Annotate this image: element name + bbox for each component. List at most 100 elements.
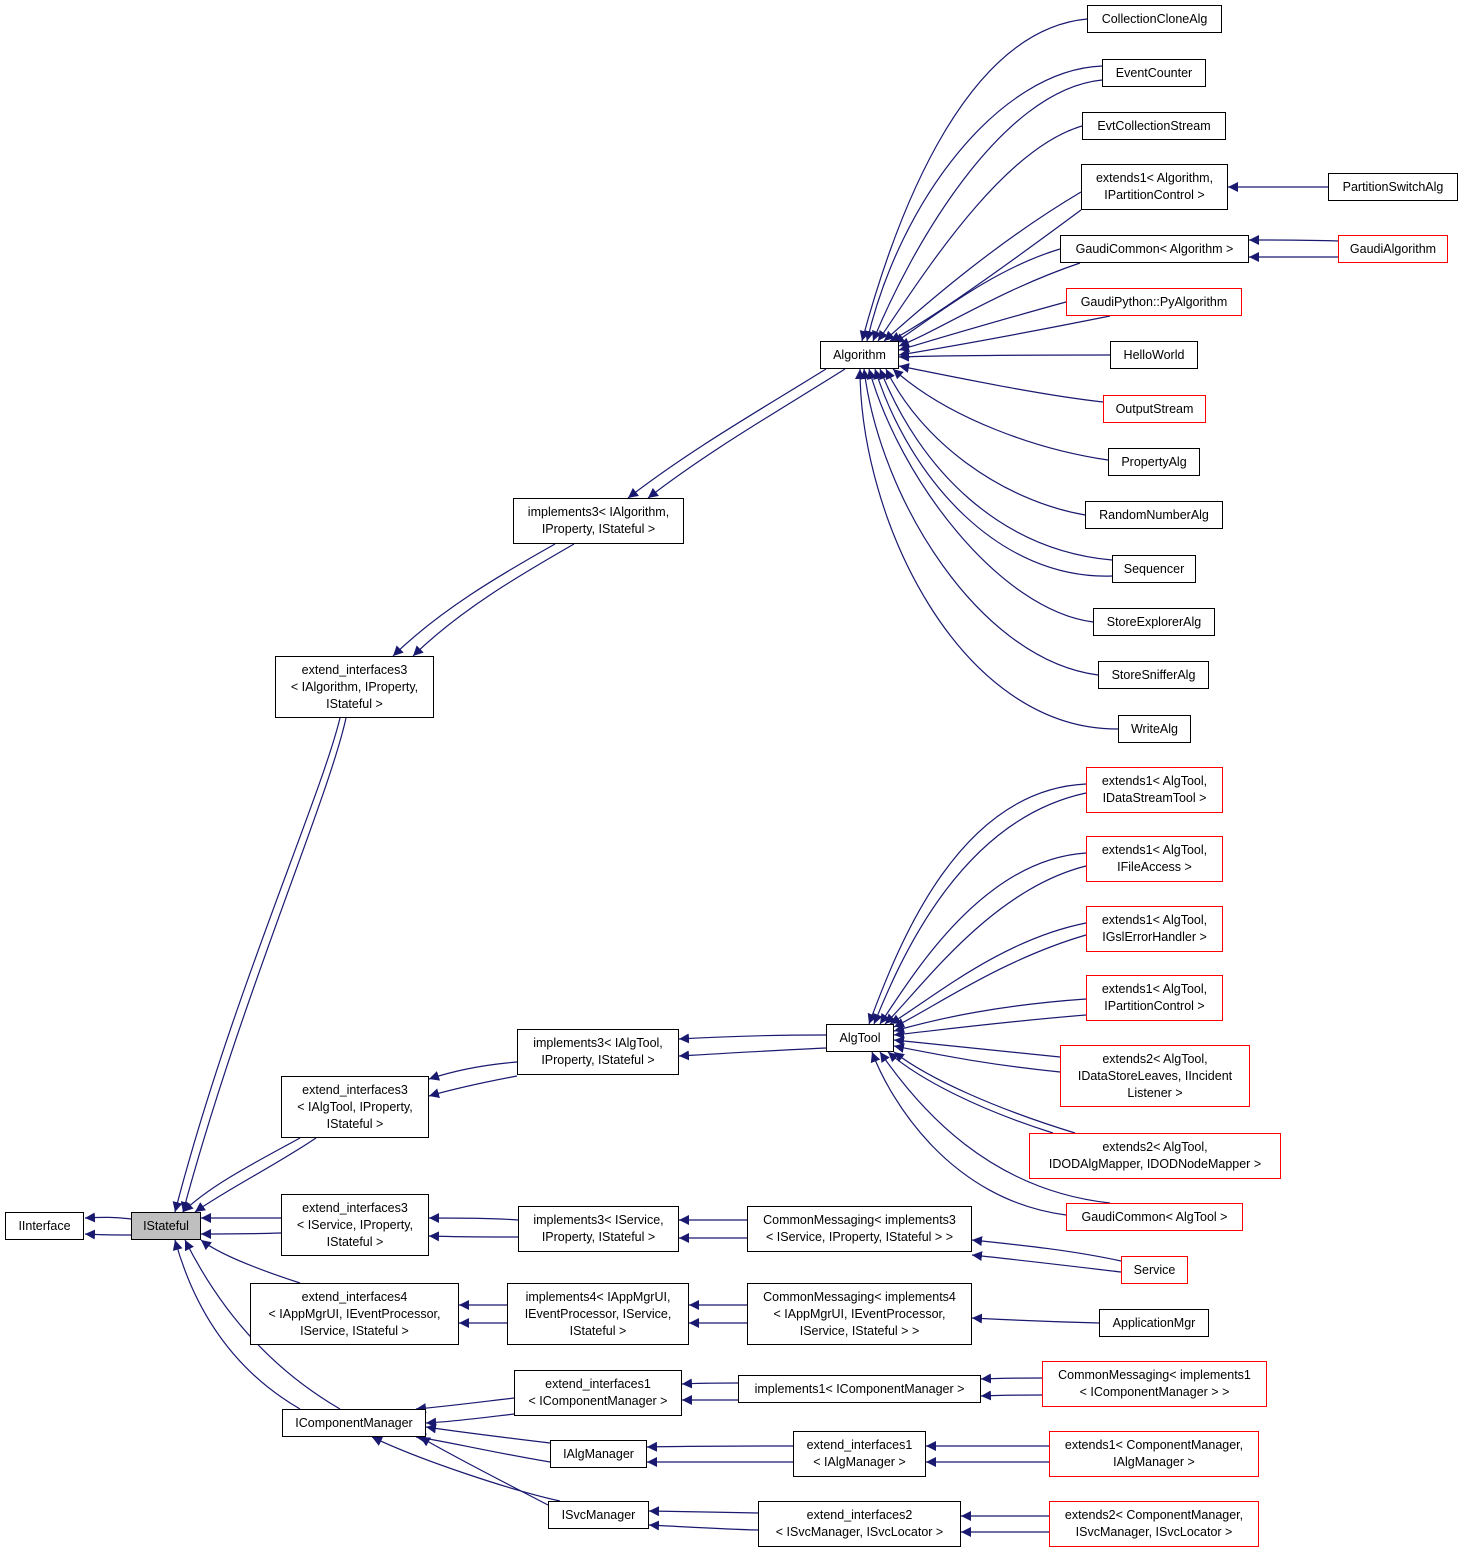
inheritance-edge (182, 1137, 301, 1213)
inheritance-edge (898, 363, 1104, 403)
node-gaudicommon-algtool[interactable]: GaudiCommon< AlgTool > (1066, 1203, 1243, 1231)
node-commonmessaging-implements1[interactable]: CommonMessaging< implements1< IComponent… (1042, 1361, 1267, 1407)
node-gaudialgorithm[interactable]: GaudiAlgorithm (1338, 235, 1448, 263)
node-label-line: extends2< AlgTool, (1102, 1051, 1208, 1066)
node-algtool[interactable]: AlgTool (826, 1024, 894, 1052)
node-extends1-algtool-ipartitioncontrol[interactable]: extends1< AlgTool, IPartitionControl > (1086, 975, 1223, 1021)
node-label-line: IInterface (18, 1218, 71, 1233)
node-label-line: RandomNumberAlg (1099, 507, 1209, 522)
node-evtcollectionstream[interactable]: EvtCollectionStream (1082, 112, 1226, 140)
node-extend-interfaces2-isvcmanager[interactable]: extend_interfaces2< ISvcManager, ISvcLoc… (758, 1501, 961, 1547)
node-label-line: extend_interfaces1 (806, 1438, 913, 1452)
node-applicationmgr[interactable]: ApplicationMgr (1099, 1309, 1209, 1337)
node-storeSnifferalg[interactable]: StoreSnifferAlg (1098, 661, 1209, 689)
node-label-line: IDataStoreLeaves, IIncident (1077, 1068, 1233, 1083)
node-algorithm[interactable]: Algorithm (820, 341, 899, 369)
node-extends1-algtool-ifileaccess[interactable]: extends1< AlgTool,IFileAccess > (1086, 836, 1223, 882)
node-label-line: CommonMessaging< implements4 (763, 1289, 956, 1304)
node-label-line: CommonMessaging< implements1 (1058, 1368, 1251, 1382)
node-label-line: extends1< ComponentManager, (1064, 1438, 1244, 1452)
node-service[interactable]: Service (1121, 1256, 1188, 1284)
node-label-line: AlgTool (839, 1030, 881, 1045)
node-commonmessaging-implements4[interactable]: CommonMessaging< implements4< IAppMgrUI,… (747, 1283, 972, 1345)
node-label-line: IFileAccess > (1117, 860, 1192, 874)
inheritance-edge (371, 1436, 561, 1502)
node-isvcmanager[interactable]: ISvcManager (548, 1501, 649, 1529)
node-gaudicommon-algorithm[interactable]: GaudiCommon< Algorithm > (1060, 235, 1249, 263)
node-label-line: < IAppMgrUI, IEventProcessor, (268, 1306, 441, 1321)
node-writealg[interactable]: WriteAlg (1118, 715, 1191, 743)
node-collectioncloneAlg[interactable]: CollectionCloneAlg (1087, 5, 1222, 33)
inheritance-edge (428, 1075, 518, 1099)
inheritance-edge (860, 368, 1099, 676)
node-implements3-ialgorithm[interactable]: implements3< IAlgorithm,IProperty, IStat… (513, 498, 684, 544)
node-label-line: extend_interfaces3 (302, 1082, 408, 1097)
node-extends2-componentmanager-isvcmanager[interactable]: extends2< ComponentManager,ISvcManager, … (1049, 1501, 1259, 1547)
node-istateful[interactable]: IStateful (131, 1212, 201, 1240)
node-extend-interfaces1-icomponentmanager[interactable]: extend_interfaces1< IComponentManager > (514, 1370, 682, 1416)
node-extends1-algtool-igslerrorhandler[interactable]: extends1< AlgTool,IGslErrorHandler > (1086, 906, 1223, 952)
node-extends1-algorithm-ipartitioncontrol[interactable]: extends1< Algorithm,IPartitionControl > (1081, 164, 1228, 210)
inheritance-edge (648, 1506, 759, 1517)
node-extend-interfaces4-iappmgrui[interactable]: extend_interfaces4 < IAppMgrUI, IEventPro… (250, 1283, 459, 1345)
node-extend-interfaces3-ialgorithm[interactable]: extend_interfaces3< IAlgorithm, IPropert… (275, 656, 434, 718)
inheritance-edge (184, 1239, 341, 1410)
node-extends2-algtool-idodalgmapper[interactable]: extends2< AlgTool,IDODAlgMapper, IDODNod… (1029, 1133, 1281, 1179)
inheritance-edge (885, 368, 1086, 516)
node-label-line: IStateful > (326, 696, 383, 711)
inheritance-edge (646, 1441, 794, 1452)
inheritance-edge (971, 1251, 1122, 1273)
node-label-line: IStateful (143, 1218, 189, 1233)
node-implements3-ialgtool[interactable]: implements3< IAlgTool,IProperty, IStatef… (517, 1029, 679, 1075)
node-label-line: extend_interfaces4 (301, 1289, 408, 1304)
node-label-line: CollectionCloneAlg (1101, 11, 1208, 26)
node-outputstream[interactable]: OutputStream (1103, 395, 1206, 423)
node-extend-interfaces3-iservice[interactable]: extend_interfaces3< IService, IProperty,… (281, 1194, 429, 1256)
node-label-line: implements3< IService, (533, 1213, 664, 1227)
node-iinterface[interactable]: IInterface (5, 1212, 84, 1240)
inheritance-edge (428, 1231, 519, 1242)
node-helloworld[interactable]: HelloWorld (1110, 341, 1198, 369)
inheritance-edge (627, 368, 827, 499)
node-label-line: GaudiPython::PyAlgorithm (1080, 294, 1228, 309)
node-commonmessaging-implements3[interactable]: CommonMessaging< implements3< IService, … (747, 1206, 972, 1252)
node-label-line: Algorithm (833, 347, 886, 362)
inheritance-edge (893, 934, 1087, 1028)
inheritance-edge (893, 248, 1061, 344)
node-label-line: GaudiAlgorithm (1349, 241, 1437, 256)
node-eventcounter[interactable]: EventCounter (1102, 59, 1206, 87)
inheritance-edge (194, 1137, 317, 1213)
node-extends1-algtool-idatastreamtool[interactable]: extends1< AlgTool,IDataStreamTool > (1086, 767, 1223, 813)
node-extends1-componentmanager-ialgmanager[interactable]: extends1< ComponentManager,IAlgManager > (1049, 1431, 1259, 1477)
node-label-line: PartitionSwitchAlg (1342, 179, 1444, 194)
node-extends2-algtool-idatastoreleaves[interactable]: extends2< AlgTool, IDataStoreLeaves, IInc… (1060, 1045, 1250, 1107)
node-label-line: PropertyAlg (1121, 454, 1187, 469)
node-label-line: extend_interfaces3 (301, 662, 408, 677)
inheritance-edge (893, 1051, 1076, 1134)
node-implements4-iappmgrui[interactable]: implements4< IAppMgrUI,IEventProcessor, … (507, 1283, 689, 1345)
inheritance-edge (971, 1313, 1100, 1324)
inheritance-edge (873, 792, 1087, 1025)
inheritance-edge (898, 262, 1081, 348)
inheritance-edge (898, 315, 1111, 359)
node-sequencer[interactable]: Sequencer (1112, 555, 1196, 583)
node-label-line: IPartitionControl > (1104, 999, 1205, 1013)
node-randomnumberalg[interactable]: RandomNumberAlg (1085, 501, 1223, 529)
node-label-line: Listener > (1127, 1085, 1183, 1100)
node-label-line: extends2< AlgTool, (1102, 1140, 1208, 1154)
node-implements3-iservice[interactable]: implements3< IService,IProperty, IStatef… (518, 1206, 679, 1252)
node-gaudipython-pyalgorithm[interactable]: GaudiPython::PyAlgorithm (1066, 288, 1242, 316)
node-icomponentmanager[interactable]: IComponentManager (282, 1409, 426, 1437)
node-propertyalg[interactable]: PropertyAlg (1108, 448, 1200, 476)
node-label-line: IStateful > (569, 1323, 627, 1338)
node-label-line: extends1< AlgTool, (1101, 982, 1208, 996)
inheritance-edge (879, 852, 1087, 1025)
node-ialgmanager[interactable]: IAlgManager (550, 1440, 647, 1468)
node-storeexploreralg[interactable]: StoreExplorerAlg (1093, 608, 1215, 636)
node-partitionswitchalg[interactable]: PartitionSwitchAlg (1328, 173, 1458, 201)
inheritance-edge (172, 1239, 301, 1410)
node-extend-interfaces1-ialgmanager[interactable]: extend_interfaces1< IAlgManager > (793, 1431, 926, 1477)
inheritance-edge (200, 1239, 301, 1284)
node-extend-interfaces3-ialgtool[interactable]: extend_interfaces3< IAlgTool, IProperty,… (281, 1076, 429, 1138)
node-implements1-icomponentmanager[interactable]: implements1< IComponentManager > (738, 1375, 981, 1403)
